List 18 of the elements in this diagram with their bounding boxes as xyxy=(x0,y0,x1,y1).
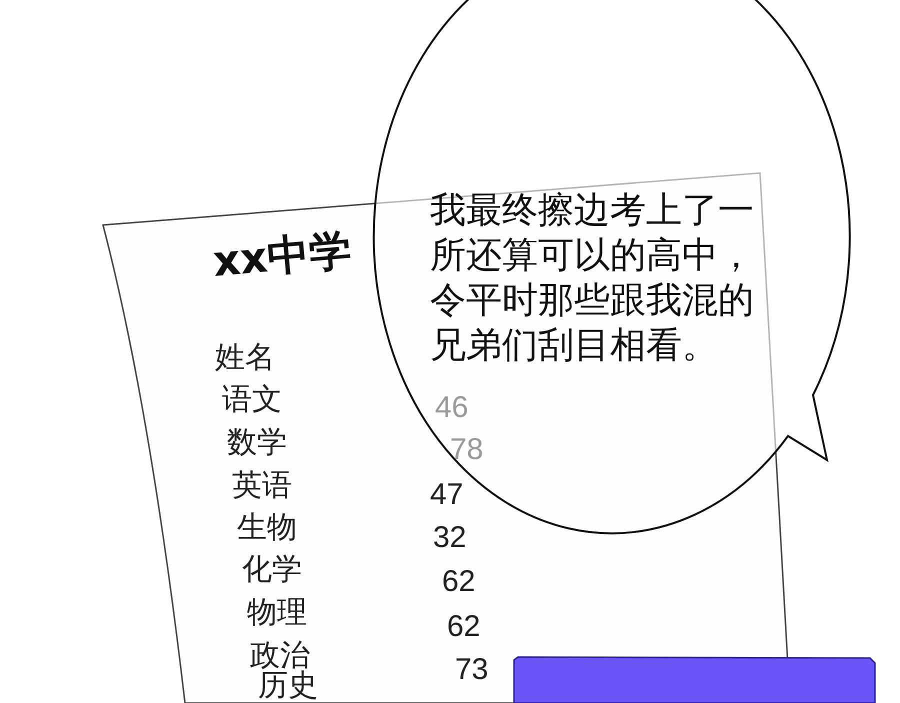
score-value: 32 xyxy=(433,523,466,553)
score-value: 78 xyxy=(450,435,484,465)
subject-name: 姓名 xyxy=(215,343,275,373)
score-value: 73 xyxy=(455,655,488,685)
subject-name: 生物 xyxy=(237,513,297,543)
subject-name: 英语 xyxy=(232,471,292,501)
subject-name: 语文 xyxy=(222,385,282,415)
score-value: 62 xyxy=(442,567,476,597)
subject-name: 政治 xyxy=(250,641,310,671)
bubble-text: 我最终擦边考上了一所还算可以的高中，令平时那些跟我混的兄弟们刮目相看。 xyxy=(430,189,755,368)
subject-name: 历史 xyxy=(258,671,318,701)
score-value: 47 xyxy=(430,480,464,510)
sheet-title: xx中学 xyxy=(210,224,354,288)
score-value: 62 xyxy=(447,612,480,642)
subject-name: 物理 xyxy=(247,598,307,628)
subject-name: 化学 xyxy=(242,555,302,585)
subject-name: 数学 xyxy=(227,428,287,458)
score-value: 46 xyxy=(435,393,468,423)
